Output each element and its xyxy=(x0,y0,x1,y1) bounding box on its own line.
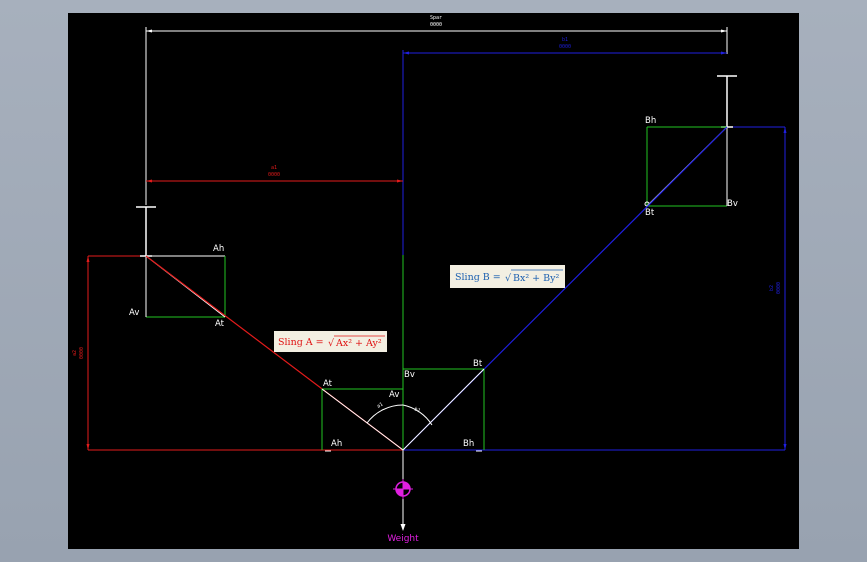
center-bt-label: Bt xyxy=(473,359,483,369)
sling-b-vertical-dimension xyxy=(403,126,787,451)
center-of-gravity-icon xyxy=(393,479,413,499)
sling-b-formula-label: Sling B = xyxy=(455,272,501,283)
angle-b-arc xyxy=(402,404,433,426)
left-av-label: Av xyxy=(129,308,139,318)
sling-b-horizontal-value: 0000 xyxy=(559,44,571,50)
sling-a-vertical-value: 0000 xyxy=(79,347,85,359)
center-at-label: At xyxy=(323,379,333,389)
angle-a-label: a1 xyxy=(376,402,384,410)
sling-a-formula-radicand: Ax² + Ay² xyxy=(335,338,382,349)
right-bt-label: Bt xyxy=(645,208,655,218)
sling-b-vertical-value: 0000 xyxy=(776,282,782,294)
sling-a-formula-label: Sling A = xyxy=(278,337,324,348)
sqrt-icon: √ xyxy=(328,338,335,349)
right-bh-label: Bh xyxy=(645,116,656,126)
center-bh-label: Bh xyxy=(463,439,474,449)
sling-b-formula-radicand: Bx² + By² xyxy=(513,273,559,284)
sling-a-vertical-dimension xyxy=(86,255,403,451)
span-dimension-label: Spar xyxy=(430,15,442,21)
weight-label: Weight xyxy=(387,534,419,544)
sling-a-formula: Sling A = √ Ax² + Ay² xyxy=(274,331,387,352)
center-av-label: Av xyxy=(389,390,399,400)
sqrt-icon: √ xyxy=(505,273,512,284)
center-right-force-triangle xyxy=(402,368,485,451)
span-dimension-value: 0000 xyxy=(430,22,442,28)
sling-b-horizontal-dimension xyxy=(402,50,727,255)
center-ah-label: Ah xyxy=(331,439,342,449)
center-left-force-triangle xyxy=(321,388,404,451)
angle-b-label: b1 xyxy=(413,406,421,414)
sling-a-horizontal-label: a1 xyxy=(271,165,277,171)
weight-arrow-icon xyxy=(400,524,406,531)
right-bv-label: Bv xyxy=(727,199,738,209)
sling-a-horizontal-dimension xyxy=(146,179,403,183)
left-ah-label: Ah xyxy=(213,244,224,254)
left-at-label: At xyxy=(215,319,225,329)
sling-a-horizontal-value: 0000 xyxy=(268,172,280,178)
span-dimension xyxy=(145,27,728,205)
angle-a-arc xyxy=(366,404,404,424)
sling-b-formula: Sling B = √ Bx² + By² xyxy=(450,265,565,288)
sling-b-horizontal-label: b1 xyxy=(562,37,568,43)
sling-a-vertical-label: a2 xyxy=(72,350,78,356)
center-bv-label: Bv xyxy=(404,370,415,380)
drawing-canvas xyxy=(68,13,799,549)
sling-b-vertical-label: b2 xyxy=(769,285,775,291)
